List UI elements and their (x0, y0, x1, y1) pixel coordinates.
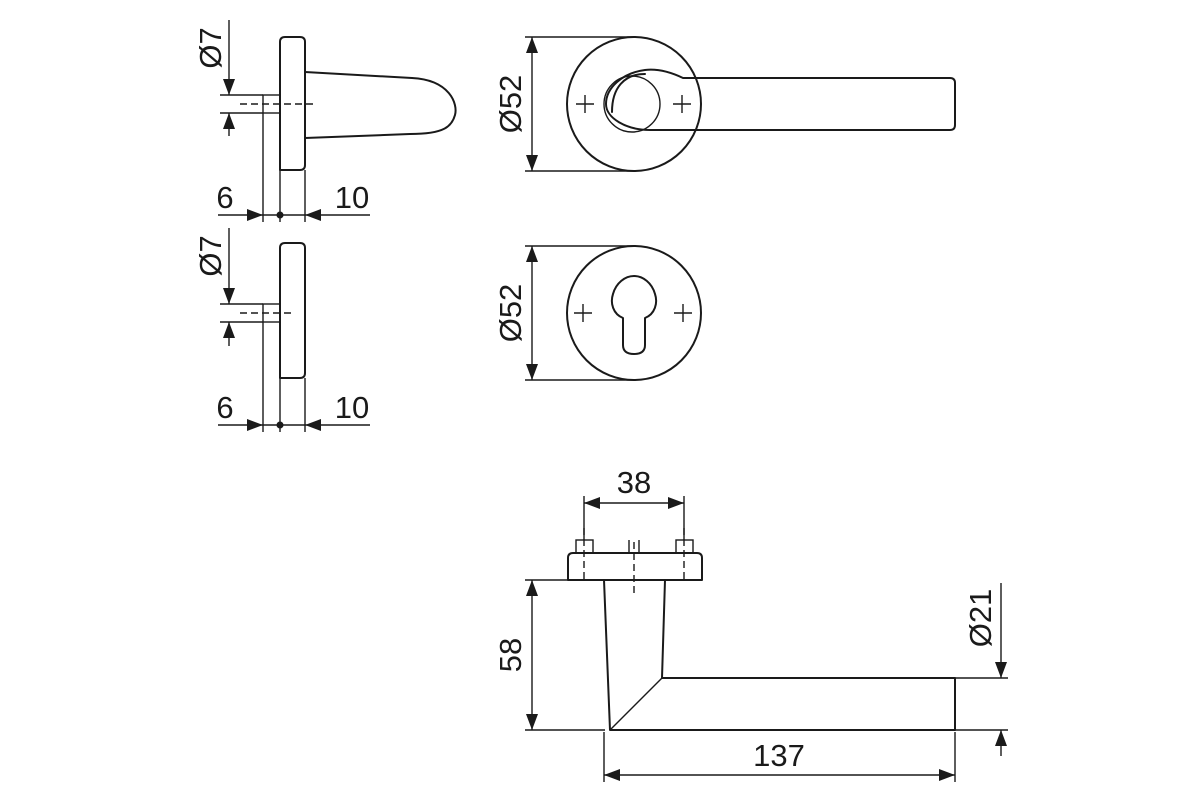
dim-top-hole-diameter: Ø7 (193, 27, 228, 68)
dim-bottom-hole-diameter: Ø7 (193, 235, 228, 276)
dim-screw-spacing: 38 (617, 465, 651, 500)
side-view-lever: Ø7 6 10 (193, 20, 457, 222)
dim-top-rose-thickness: 10 (335, 180, 369, 215)
front-view-key-rose: Ø52 (493, 245, 702, 381)
top-view-lever: 38 58 Ø21 137 (493, 465, 1008, 782)
dim-top-rose-offset: 6 (216, 180, 233, 215)
dim-lever-rose-diameter: Ø52 (493, 75, 528, 134)
dim-lever-height: 58 (493, 638, 528, 672)
dim-lever-diameter: Ø21 (963, 589, 998, 648)
dim-lever-length: 137 (753, 738, 805, 773)
dim-bottom-rose-thickness: 10 (335, 390, 369, 425)
dim-bottom-rose-offset: 6 (216, 390, 233, 425)
dim-key-rose-diameter: Ø52 (493, 284, 528, 343)
side-view-key-rose: Ø7 6 10 (193, 228, 370, 432)
front-view-lever-rose: Ø52 (493, 36, 956, 172)
